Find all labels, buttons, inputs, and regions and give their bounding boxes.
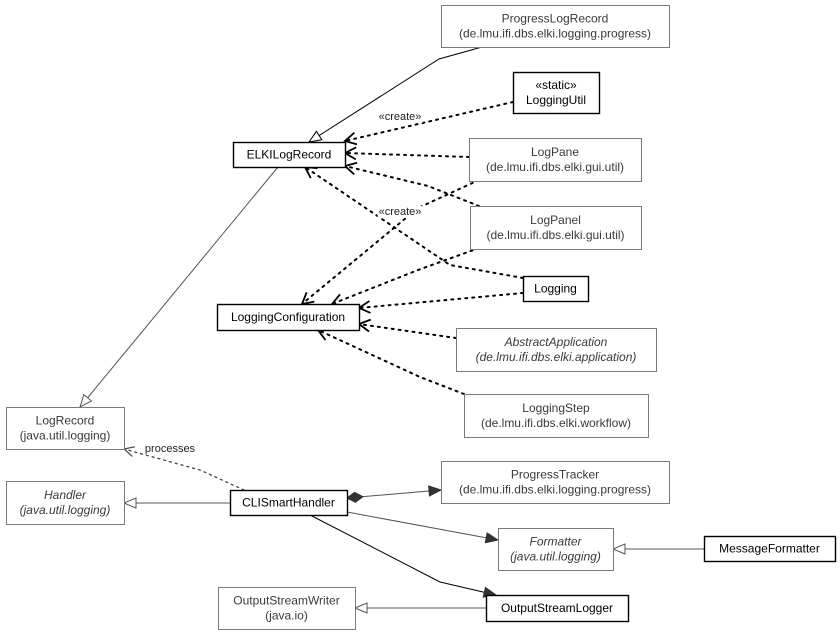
edge-label-bg [377,111,423,123]
class-name: Formatter [529,535,582,549]
class-package: (de.lmu.ifi.dbs.elki.logging.progress) [459,27,651,41]
class-package: (java.util.logging) [20,503,111,517]
class-name: OutputStreamLogger [501,601,613,615]
class-name: MessageFormatter [719,542,820,556]
class-node-output-stream-writer[interactable]: OutputStreamWriter(java.io) [218,587,356,630]
edge-label-create: «create» [379,206,422,218]
class-node-border [498,528,614,571]
class-name: LoggingStep [522,401,590,415]
class-node-abstract-application[interactable]: AbstractApplication(de.lmu.ifi.dbs.elki.… [456,328,657,372]
class-node-formatter[interactable]: Formatter(java.util.logging) [498,528,614,571]
class-node-elki-log-record[interactable]: ELKILogRecord [232,141,347,169]
class-name: ProgressLogRecord [502,12,609,26]
edge-dependency-logging-step-to-logging-configuration [316,328,465,395]
class-node-border [469,138,642,182]
edge-processes-cli-smart-handler-to-log-record [124,449,245,491]
class-node-border [456,328,657,372]
class-node-progress-log-record[interactable]: ProgressLogRecord(de.lmu.ifi.dbs.elki.lo… [441,5,670,48]
class-package: (de.lmu.ifi.dbs.elki.gui.util) [486,160,624,174]
edge-inheritance-progress-log-record-to-elki-log-record [309,46,483,142]
class-name: «static» [535,78,577,92]
class-name: OutputStreamWriter [233,594,339,608]
edge-dependency-log-pane-to-elki-log-record [343,146,470,161]
class-node-border [441,5,670,48]
edge-label-bg [143,443,197,455]
class-node-border [218,587,356,630]
class-node-log-panel[interactable]: LogPanel(de.lmu.ifi.dbs.elki.gui.util) [470,206,642,250]
edge-label-bg [377,206,423,218]
class-name: LoggingConfiguration [231,310,345,324]
class-node-border [470,206,642,250]
edge-create-logging-util-to-elki-log-record [343,101,514,146]
class-node-output-stream-logger[interactable]: OutputStreamLogger [485,594,630,623]
class-name: ProgressTracker [511,468,599,482]
class-node-border [703,535,837,563]
edge-dependency-log-pane-to-logging-configuration [300,179,480,306]
class-name: ELKILogRecord [247,148,332,162]
class-package: (de.lmu.ifi.dbs.elki.workflow) [481,416,631,430]
class-name: AbstractApplication [504,335,608,349]
class-node-cli-smart-handler[interactable]: CLISmartHandler [229,489,349,517]
class-package: (java.util.logging) [20,429,111,443]
class-name: LogPanel [530,213,581,227]
class-package: (de.lmu.ifi.dbs.elki.application) [476,350,637,364]
class-node-border [6,481,125,525]
class-node-border [485,594,630,623]
class-node-border [216,303,361,332]
class-package: (de.lmu.ifi.dbs.elki.gui.util) [486,228,624,242]
edge-label-create: «create» [379,111,422,123]
class-node-border [512,71,601,115]
class-package: (java.io) [265,609,308,623]
class-name: LogRecord [36,414,95,428]
edge-composition-cli-smart-handler-to-progress-tracker [347,490,441,498]
class-node-progress-tracker[interactable]: ProgressTracker(de.lmu.ifi.dbs.elki.logg… [441,461,670,504]
class-name: Logging [534,282,577,296]
class-package: (de.lmu.ifi.dbs.elki.logging.progress) [459,483,651,497]
class-node-logging[interactable]: Logging [522,275,590,303]
class-node-border [441,461,670,504]
class-package: LoggingUtil [526,93,586,107]
edge-association-cli-smart-handler-to-output-stream-logger [309,514,496,595]
class-node-border [229,489,349,517]
class-name: CLISmartHandler [242,496,335,510]
edge-dependency-log-panel-to-logging-configuration [330,247,480,307]
edge-inheritance-elki-log-record-to-log-record [80,166,279,407]
class-node-logging-configuration[interactable]: LoggingConfiguration [216,303,361,332]
class-node-log-pane[interactable]: LogPane(de.lmu.ifi.dbs.elki.gui.util) [469,138,642,182]
edge-dependency-abstract-application-to-logging-configuration [357,318,457,339]
edge-dependency-log-panel-to-elki-log-record [343,161,480,207]
class-node-border [522,275,590,303]
class-node-border [232,141,347,169]
class-package: (java.util.logging) [510,550,601,564]
class-node-logging-step[interactable]: LoggingStep(de.lmu.ifi.dbs.elki.workflow… [464,394,649,438]
class-node-border [464,394,649,438]
edge-dependency-logging-to-logging-configuration [357,292,524,314]
edge-label-processes: processes [145,443,196,455]
edge-create-logging-to-elki-log-record [303,165,524,279]
class-node-message-formatter[interactable]: MessageFormatter [703,535,837,563]
class-name: LogPane [531,145,579,159]
class-node-border [6,407,125,450]
class-name: Handler [44,488,87,502]
class-node-logging-util[interactable]: «static»LoggingUtil [512,71,601,115]
class-node-handler[interactable]: Handler(java.util.logging) [6,481,125,525]
class-node-log-record[interactable]: LogRecord(java.util.logging) [6,407,125,450]
edge-association-cli-smart-handler-to-formatter [346,511,498,540]
